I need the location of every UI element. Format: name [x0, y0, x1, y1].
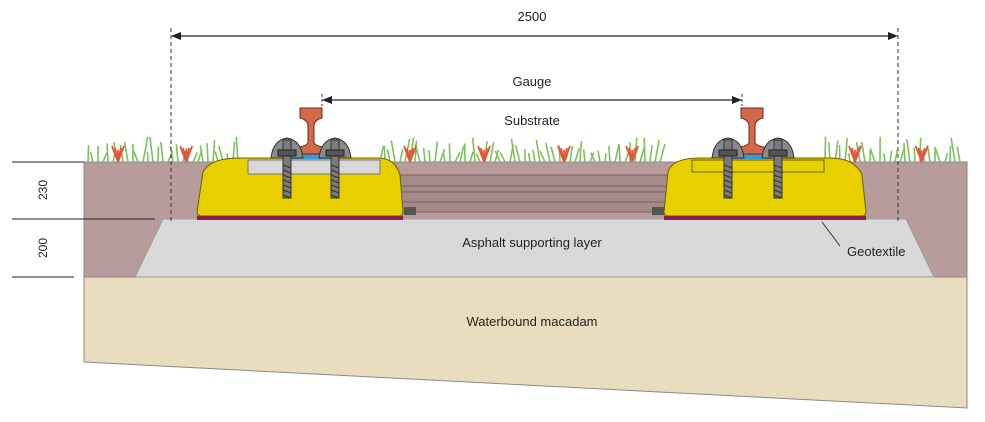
asphalt-label: Asphalt supporting layer: [462, 235, 602, 250]
geotextile-leader: [821, 221, 841, 247]
left-sleeper-block: [196, 154, 404, 220]
bolt-icon: [330, 139, 340, 199]
bolt-icon: [773, 139, 783, 199]
bolt-icon: [282, 139, 292, 199]
grass-icon: [87, 136, 961, 163]
geotextile-label: Geotextile: [847, 244, 906, 259]
depth-upper-label: 230: [36, 180, 50, 200]
depth-dimension: [12, 161, 155, 278]
gauge-label: Gauge: [512, 74, 551, 89]
substrate-label: Substrate: [504, 113, 560, 128]
overall-width-dimension: [170, 28, 899, 222]
depth-lower-label: 200: [36, 238, 50, 258]
asphalt-layer: [134, 218, 935, 278]
macadam-layer: [83, 276, 968, 409]
overall-width-label: 2500: [518, 9, 547, 24]
bolt-icon: [723, 139, 733, 199]
macadam-label: Waterbound macadam: [466, 314, 597, 329]
trough: [397, 174, 669, 213]
right-sleeper-block: [663, 154, 867, 220]
gauge-dimension: [321, 94, 743, 106]
